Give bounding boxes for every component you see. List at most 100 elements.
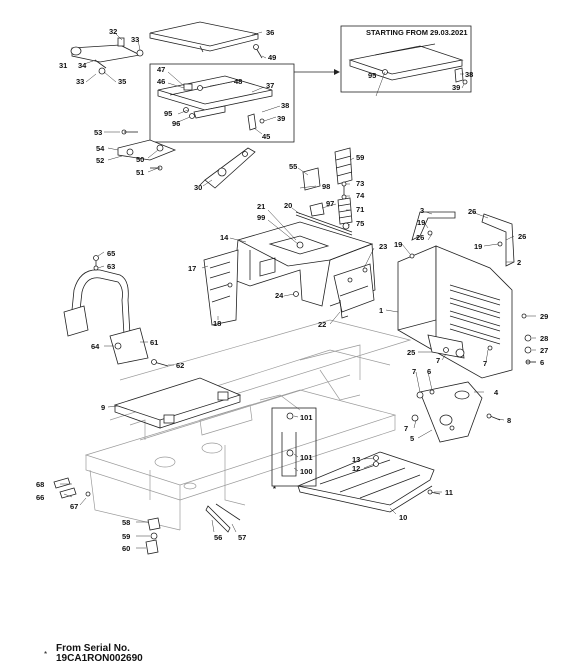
label-10: 10	[399, 513, 407, 522]
bolts-right	[521, 313, 536, 365]
label-8: 8	[507, 416, 511, 425]
label-3: 3	[420, 206, 424, 215]
label-12: 12	[352, 464, 360, 473]
label-59: 59	[356, 153, 364, 162]
inline-asterisk: *	[273, 484, 276, 493]
label-47: 47	[157, 65, 165, 74]
label-55: 55	[289, 162, 297, 171]
rops-bar	[63, 255, 169, 367]
label-7-a: 7	[436, 356, 440, 365]
label-34: 34	[78, 61, 87, 70]
label-33-top: 33	[131, 35, 139, 44]
label-14: 14	[220, 233, 229, 242]
label-26-c: 26	[416, 233, 424, 242]
rod-20	[295, 211, 353, 236]
label-24: 24	[275, 291, 284, 300]
right-plates	[411, 381, 501, 443]
label-21: 21	[257, 202, 265, 211]
label-27: 27	[540, 346, 548, 355]
label-68: 68	[36, 480, 44, 489]
label-54: 54	[96, 144, 105, 153]
label-51: 51	[136, 168, 144, 177]
label-33-bottom: 33	[76, 77, 84, 86]
label-28: 28	[540, 334, 548, 343]
label-53: 53	[94, 128, 102, 137]
label-99: 99	[257, 213, 265, 222]
label-7-c: 7	[412, 367, 416, 376]
leader-lines	[60, 31, 536, 549]
label-32: 32	[109, 27, 117, 36]
inset-title: STARTING FROM 29.03.2021	[366, 28, 468, 37]
label-39: 39	[277, 114, 285, 123]
nuts-mid	[293, 291, 449, 353]
part-labels: 32 33 36 31 34 49 33 35 47 46 48 37 38 9…	[36, 27, 548, 553]
seat-support-box	[149, 63, 295, 143]
label-45: 45	[262, 132, 270, 141]
serial-footnote: * From Serial No. 19CA1RON002690	[44, 643, 143, 664]
label-22: 22	[318, 320, 326, 329]
label-7-d: 7	[404, 424, 408, 433]
label-48: 48	[234, 77, 242, 86]
label-2: 2	[517, 258, 521, 267]
label-13: 13	[352, 455, 360, 464]
label-75: 75	[356, 219, 364, 228]
pedal-bracket	[117, 129, 177, 171]
label-73: 73	[356, 179, 364, 188]
label-26-b: 26	[518, 232, 526, 241]
label-25: 25	[407, 348, 415, 357]
label-101-a: 101	[300, 413, 313, 422]
label-36: 36	[266, 28, 274, 37]
label-95-inset: 95	[368, 71, 376, 80]
label-58: 58	[122, 518, 130, 527]
label-66: 66	[36, 493, 44, 502]
label-49: 49	[268, 53, 276, 62]
lever-30	[199, 147, 256, 189]
label-9: 9	[101, 403, 105, 412]
label-29: 29	[540, 312, 548, 321]
footrest	[296, 451, 441, 513]
label-67: 67	[70, 502, 78, 511]
label-11: 11	[445, 488, 453, 497]
label-56: 56	[214, 533, 222, 542]
hook-box	[271, 407, 317, 487]
seat-plate	[149, 21, 259, 53]
label-17: 17	[188, 264, 196, 273]
label-57: 57	[238, 533, 246, 542]
label-37: 37	[266, 81, 274, 90]
label-5: 5	[410, 434, 414, 443]
label-35: 35	[118, 77, 126, 86]
label-97: 97	[326, 199, 334, 208]
label-65: 65	[107, 249, 115, 258]
label-101-b: 101	[300, 453, 313, 462]
label-38: 38	[281, 101, 289, 110]
bolt-49	[253, 44, 263, 59]
panel-22	[333, 263, 375, 319]
label-96: 96	[172, 119, 180, 128]
footnote-asterisk: *	[44, 650, 48, 659]
label-19-b: 19	[394, 240, 402, 249]
brackets-top-right	[411, 211, 515, 267]
label-6-a: 6	[540, 358, 544, 367]
footnote-line-1: From Serial No.	[56, 643, 130, 654]
fender-panel	[397, 245, 513, 379]
label-6-b: 6	[427, 367, 431, 376]
label-19-a: 19	[417, 218, 425, 227]
label-50: 50	[136, 155, 144, 164]
footnote-line-2: 19CA1RON002690	[56, 653, 143, 664]
label-26-a: 26	[468, 207, 476, 216]
label-18: 18	[213, 319, 221, 328]
label-20: 20	[284, 201, 292, 210]
label-62: 62	[176, 361, 184, 370]
label-7-b: 7	[483, 359, 487, 368]
small-parts-bottom	[145, 503, 241, 555]
label-74: 74	[356, 191, 365, 200]
label-31: 31	[59, 61, 67, 70]
label-61: 61	[150, 338, 158, 347]
seat-bracket	[70, 37, 144, 75]
inset-box	[340, 25, 472, 93]
label-46: 46	[157, 77, 165, 86]
label-19-c: 19	[474, 242, 482, 251]
spring-assembly	[302, 147, 353, 230]
label-23: 23	[379, 242, 387, 251]
